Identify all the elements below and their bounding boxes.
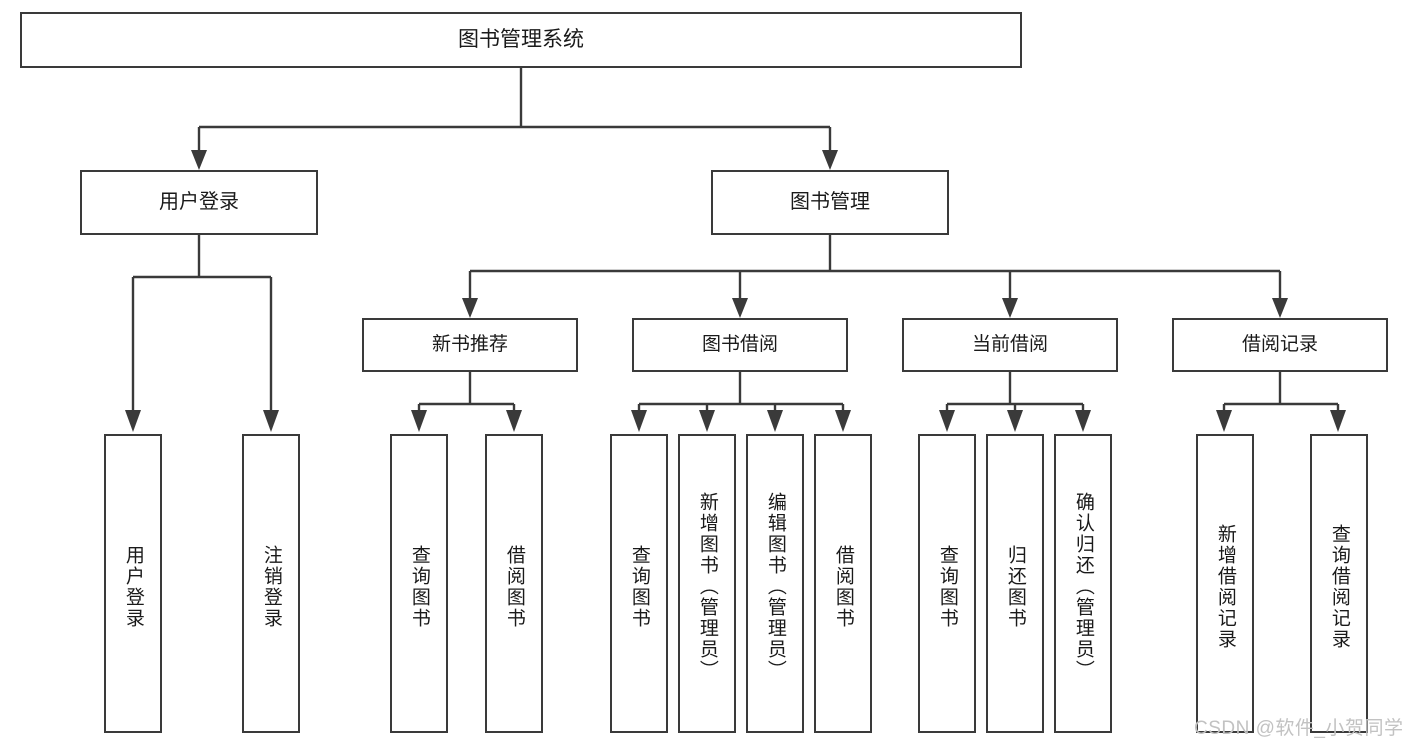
node-leaf-borrow-book-2-label: 借阅图书 xyxy=(832,544,854,629)
arrowhead-leaf-confirm-return xyxy=(1075,410,1091,432)
arrowhead-leaf-query-book-1 xyxy=(411,410,427,432)
node-leaf-query-record[interactable]: 查询借阅记录 xyxy=(1310,434,1368,733)
node-book-borrow[interactable]: 图书借阅 xyxy=(632,318,848,372)
arrowhead-leaf-query-book-2 xyxy=(631,410,647,432)
arrowhead-leaf-borrow-book-1 xyxy=(506,410,522,432)
node-leaf-query-book-2-label: 查询图书 xyxy=(628,544,650,629)
node-leaf-user-logout-label: 注销登录 xyxy=(260,544,282,629)
node-book-borrow-label: 图书借阅 xyxy=(701,334,778,356)
node-user-login-label: 用户登录 xyxy=(159,191,239,213)
arrowhead-leaf-add-record xyxy=(1216,410,1232,432)
node-leaf-query-book-3[interactable]: 查询图书 xyxy=(918,434,976,733)
node-new-book-recommend[interactable]: 新书推荐 xyxy=(362,318,578,372)
node-new-book-recommend-label: 新书推荐 xyxy=(431,334,508,356)
node-leaf-borrow-book-2[interactable]: 借阅图书 xyxy=(814,434,872,733)
csdn-watermark: CSDN @软件_小贺同学 xyxy=(1194,718,1404,739)
node-leaf-edit-book[interactable]: 编辑图书（管理员） xyxy=(746,434,804,733)
node-leaf-add-book[interactable]: 新增图书（管理员） xyxy=(678,434,736,733)
arrowhead-new-book-recommend xyxy=(462,298,478,318)
arrowhead-leaf-user-logout xyxy=(263,410,279,432)
node-leaf-borrow-book-1-label: 借阅图书 xyxy=(503,544,525,629)
node-leaf-borrow-book-1[interactable]: 借阅图书 xyxy=(485,434,543,733)
node-borrow-record[interactable]: 借阅记录 xyxy=(1172,318,1388,372)
arrowhead-borrow-record xyxy=(1272,298,1288,318)
arrowhead-leaf-edit-book xyxy=(767,410,783,432)
arrowhead-leaf-return-book xyxy=(1007,410,1023,432)
node-root-label: 图书管理系统 xyxy=(458,27,584,51)
arrowhead-user-login xyxy=(191,150,207,170)
node-leaf-query-book-3-label: 查询图书 xyxy=(936,544,958,629)
node-book-management[interactable]: 图书管理 xyxy=(711,170,949,235)
node-leaf-query-record-label: 查询借阅记录 xyxy=(1328,523,1350,650)
node-leaf-return-book[interactable]: 归还图书 xyxy=(986,434,1044,733)
arrowhead-leaf-query-book-3 xyxy=(939,410,955,432)
node-root[interactable]: 图书管理系统 xyxy=(20,12,1022,68)
node-leaf-query-book-1[interactable]: 查询图书 xyxy=(390,434,448,733)
node-user-login[interactable]: 用户登录 xyxy=(80,170,318,235)
node-leaf-user-login[interactable]: 用户登录 xyxy=(104,434,162,733)
node-leaf-query-book-2[interactable]: 查询图书 xyxy=(610,434,668,733)
arrowhead-book-borrow xyxy=(732,298,748,318)
arrowhead-book-management xyxy=(822,150,838,170)
node-leaf-confirm-return-label: 确认归还（管理员） xyxy=(1072,492,1094,681)
node-current-borrow-label: 当前借阅 xyxy=(971,334,1048,356)
node-leaf-add-record[interactable]: 新增借阅记录 xyxy=(1196,434,1254,733)
node-leaf-add-book-label: 新增图书（管理员） xyxy=(696,492,718,681)
node-leaf-user-login-label: 用户登录 xyxy=(122,544,144,629)
node-borrow-record-label: 借阅记录 xyxy=(1241,334,1318,356)
node-current-borrow[interactable]: 当前借阅 xyxy=(902,318,1118,372)
node-leaf-confirm-return[interactable]: 确认归还（管理员） xyxy=(1054,434,1112,733)
arrowhead-leaf-add-book xyxy=(699,410,715,432)
arrowhead-leaf-user-login xyxy=(125,410,141,432)
arrowhead-current-borrow xyxy=(1002,298,1018,318)
arrowhead-leaf-borrow-book-2 xyxy=(835,410,851,432)
node-leaf-user-logout[interactable]: 注销登录 xyxy=(242,434,300,733)
node-leaf-return-book-label: 归还图书 xyxy=(1004,544,1026,629)
arrowhead-leaf-query-record xyxy=(1330,410,1346,432)
node-leaf-edit-book-label: 编辑图书（管理员） xyxy=(764,492,786,681)
node-book-management-label: 图书管理 xyxy=(790,191,870,213)
node-leaf-query-book-1-label: 查询图书 xyxy=(408,544,430,629)
node-leaf-add-record-label: 新增借阅记录 xyxy=(1214,523,1236,650)
